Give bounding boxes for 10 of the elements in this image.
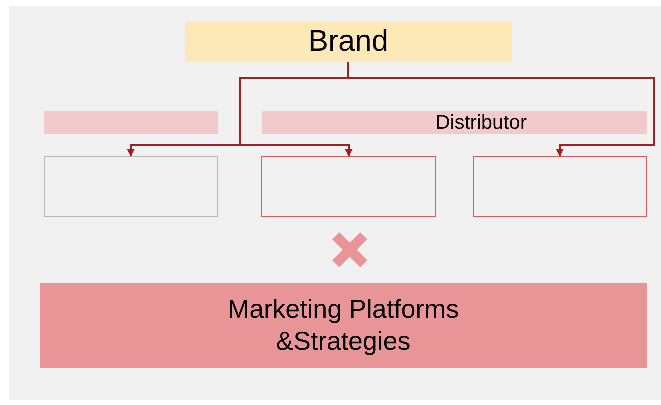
title-box <box>185 22 512 62</box>
label-band <box>262 111 647 134</box>
label-text: Distributor <box>436 110 527 134</box>
title-text: Brand <box>308 24 389 60</box>
platform-box <box>40 283 647 368</box>
empty-box <box>44 156 218 217</box>
label-text: Marketing Platforms &Strategies <box>226 294 460 357</box>
empty-box <box>473 156 647 217</box>
label-band <box>44 111 218 134</box>
empty-box <box>261 156 436 217</box>
